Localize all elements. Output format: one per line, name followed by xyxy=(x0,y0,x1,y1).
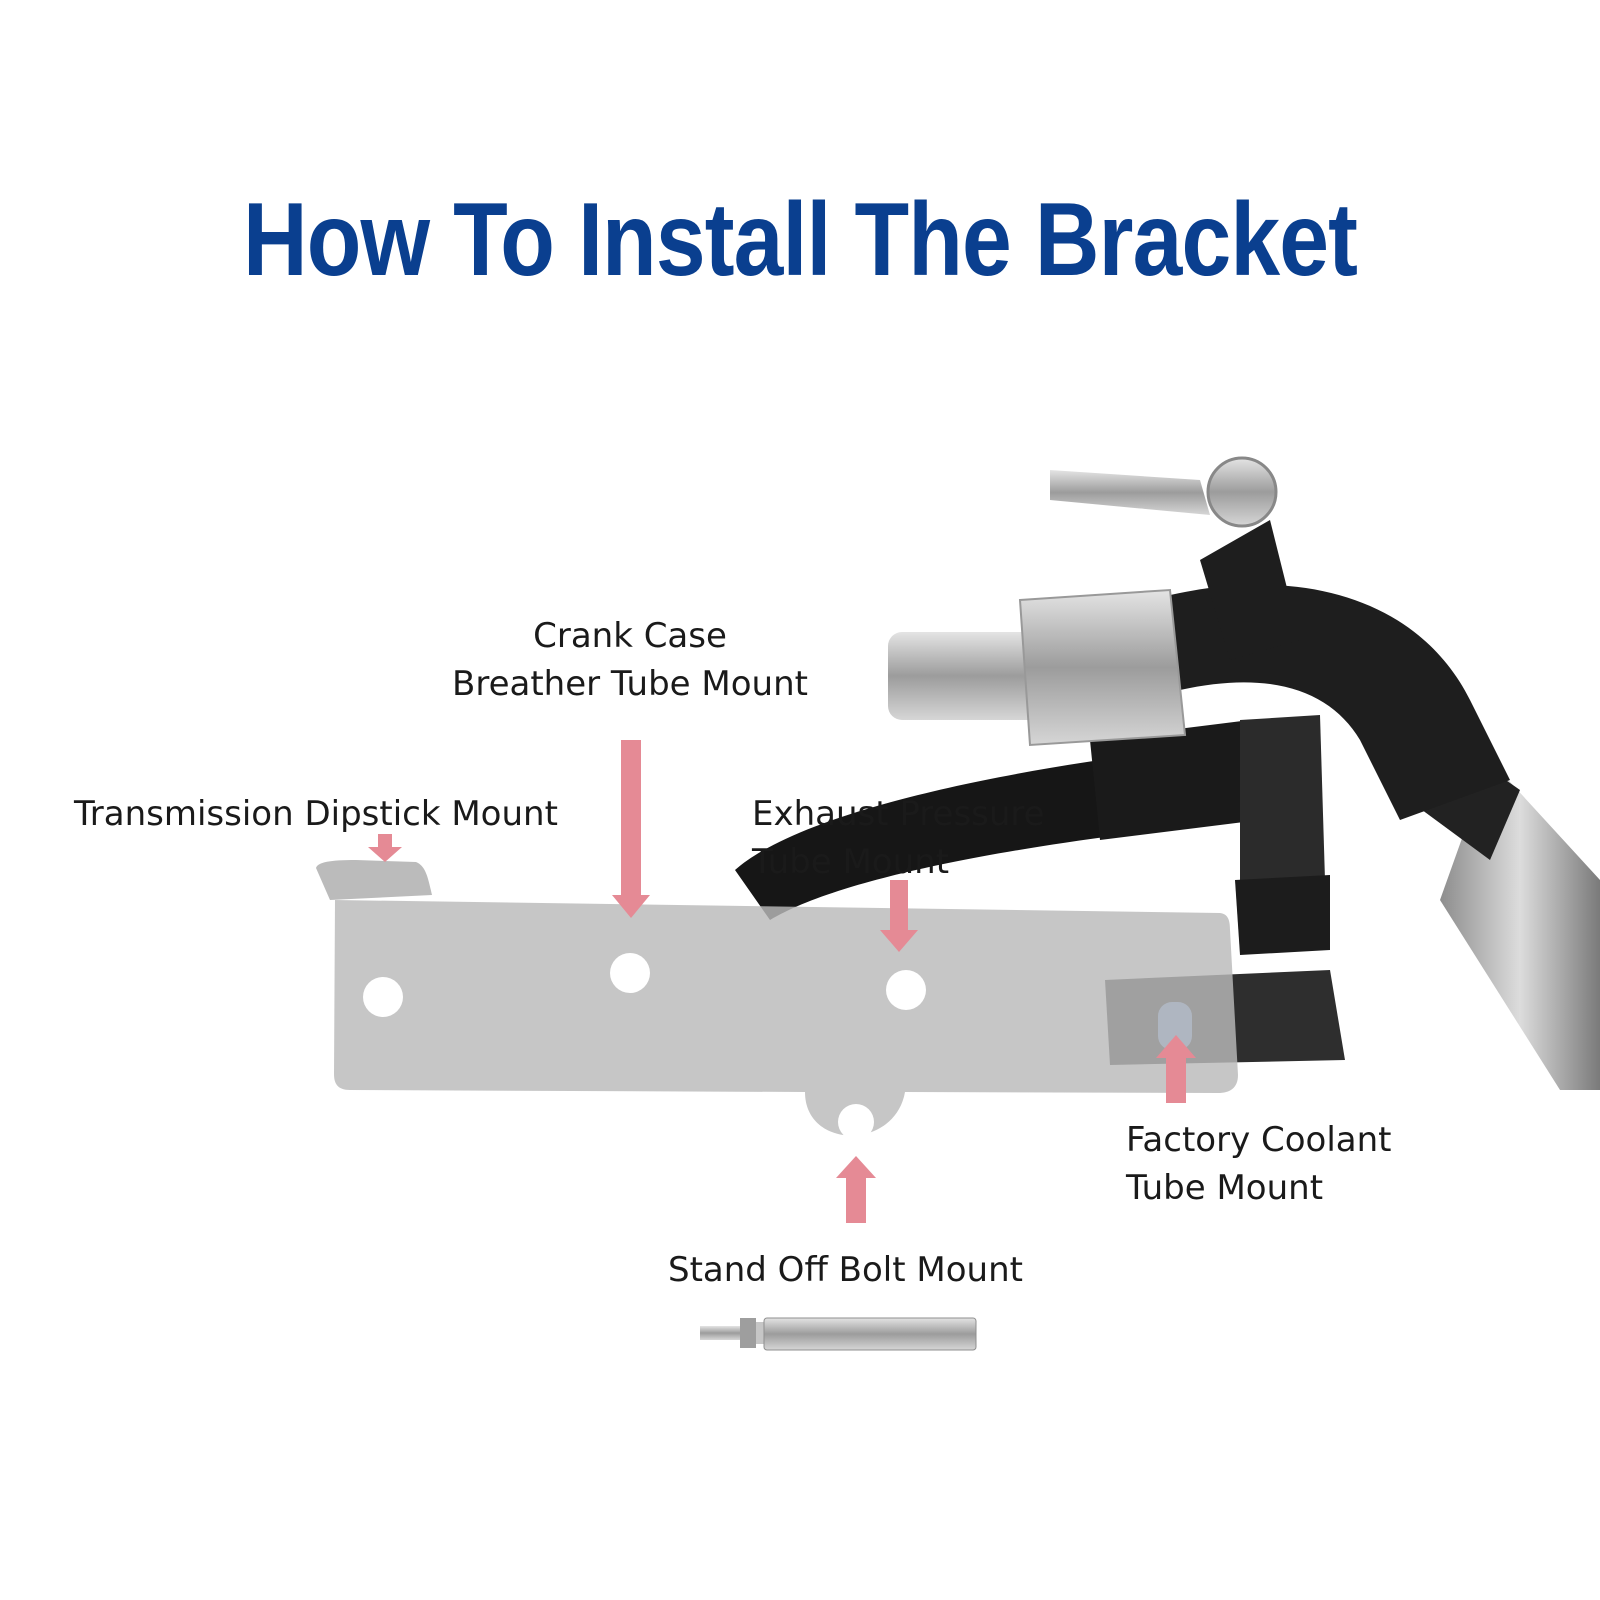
label-exhaust-line1: Exhaust Pressure xyxy=(752,794,1045,834)
mount-hole xyxy=(363,977,403,1017)
mount-hole xyxy=(886,970,926,1010)
banjo-fitting xyxy=(1206,456,1278,528)
standoff-body xyxy=(763,1317,977,1351)
arrow-exhaust xyxy=(880,880,918,952)
label-transmission: Transmission Dipstick Mount xyxy=(74,790,558,838)
bracket-body xyxy=(334,900,1238,1136)
arrow-standoff xyxy=(836,1156,876,1223)
bracket-plate xyxy=(316,860,1238,1140)
mount-hole xyxy=(610,953,650,993)
arrow-coolant xyxy=(1156,1035,1196,1103)
label-crank-case: Crank Case Breather Tube Mount xyxy=(450,612,810,708)
mount-tab-lower xyxy=(1235,875,1330,955)
standoff-hole xyxy=(838,1104,874,1140)
bolt-thread xyxy=(700,1326,748,1340)
top-fitting xyxy=(1050,470,1210,515)
label-coolant-line2: Tube Mount xyxy=(1126,1168,1324,1208)
label-transmission-line1: Transmission Dipstick Mount xyxy=(74,794,558,834)
fitting-collar xyxy=(1018,588,1187,747)
callout-arrows xyxy=(368,740,1196,1223)
mount-tab xyxy=(1240,715,1325,890)
label-standoff: Stand Off Bolt Mount xyxy=(668,1246,1023,1294)
label-crank-case-line1: Crank Case xyxy=(533,616,727,656)
label-standoff-line1: Stand Off Bolt Mount xyxy=(668,1250,1023,1290)
page-title: How To Install The Bracket xyxy=(242,182,1358,298)
barb-fitting xyxy=(888,632,1048,720)
arrow-crank-case xyxy=(612,740,650,918)
riser-pipe xyxy=(1200,520,1300,660)
bolt-nut xyxy=(740,1318,756,1348)
label-crank-case-line2: Breather Tube Mount xyxy=(452,664,808,704)
standoff-bolt xyxy=(700,1317,977,1351)
dipstick-tab xyxy=(316,860,432,900)
bolt-washer xyxy=(756,1322,764,1344)
arrow-transmission xyxy=(368,834,402,862)
label-coolant-line1: Factory Coolant xyxy=(1126,1120,1392,1160)
label-coolant: Factory Coolant Tube Mount xyxy=(1126,1116,1392,1212)
label-exhaust-line2: Tube Mount xyxy=(752,842,950,882)
branch-pipe xyxy=(735,760,1120,920)
branch-pipe-join xyxy=(1090,720,1260,840)
label-exhaust: Exhaust Pressure Tube Mount xyxy=(752,790,1045,886)
